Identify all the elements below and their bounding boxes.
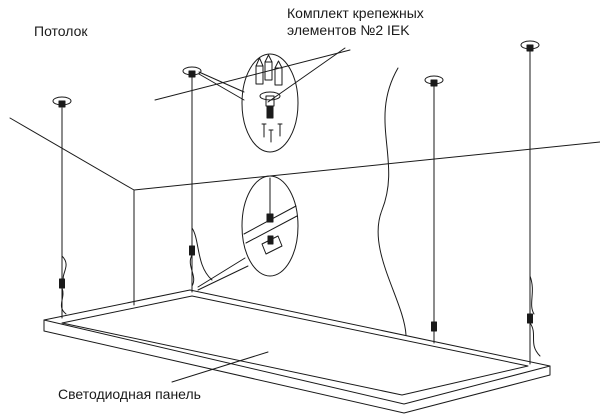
ceiling-edge-back: [133, 141, 600, 191]
wire-tail: [529, 275, 535, 315]
gripper: [431, 321, 437, 332]
wire-clamp-icon: [261, 213, 283, 255]
wire-tail: [191, 227, 213, 281]
wall-break-line: [377, 67, 407, 336]
gripper: [189, 245, 195, 256]
fixing-kit-label-line1: Комплект крепежных: [287, 5, 424, 21]
fixing-kit-label-line2: элементов №2 IEK: [287, 22, 410, 38]
wire-tail: [60, 287, 67, 315]
attachment-pointer: [197, 265, 249, 291]
ceiling-mount-icon: [259, 91, 281, 119]
ceiling-mount-icon: [520, 40, 540, 52]
fixing-kit-label: Комплект крепежных элементов №2 IEK: [287, 5, 424, 39]
screw-icon: [261, 123, 283, 143]
gripper: [527, 313, 533, 324]
ceiling-mounts: [52, 40, 540, 108]
kit-pointer: [198, 71, 245, 93]
wire-tail: [61, 255, 67, 283]
panel-label-leader: [171, 351, 269, 383]
led-panel: [43, 289, 551, 414]
ceiling-label: Потолок: [34, 23, 88, 39]
ceiling-mount-icon: [182, 66, 202, 78]
attachment-frame-edge: [245, 215, 298, 244]
ceiling-edge-left: [9, 117, 135, 191]
ceiling-mount-icon: [52, 96, 72, 108]
kit-detail-circle: [241, 53, 299, 153]
ceiling-line-top: [154, 49, 351, 101]
wire-tail: [529, 322, 541, 357]
kit-label-leader: [267, 47, 346, 103]
attachment-pointer: [197, 257, 246, 288]
room-outline: [9, 49, 600, 336]
panel-inner-frame: [61, 295, 529, 396]
led-panel-label: Светодиодная панель: [58, 386, 201, 402]
attachment-detail-circle: [241, 175, 299, 277]
panel-edge-thickness: [43, 319, 551, 414]
wire-tail: [189, 254, 195, 287]
fixing-kit-callout: [198, 47, 346, 153]
anchor-bolt-icon: [255, 54, 283, 86]
ceiling-mount-icon: [424, 75, 444, 87]
attachment-callout: [197, 175, 299, 291]
kit-pointer: [198, 73, 245, 101]
cable-grippers: [59, 227, 541, 357]
